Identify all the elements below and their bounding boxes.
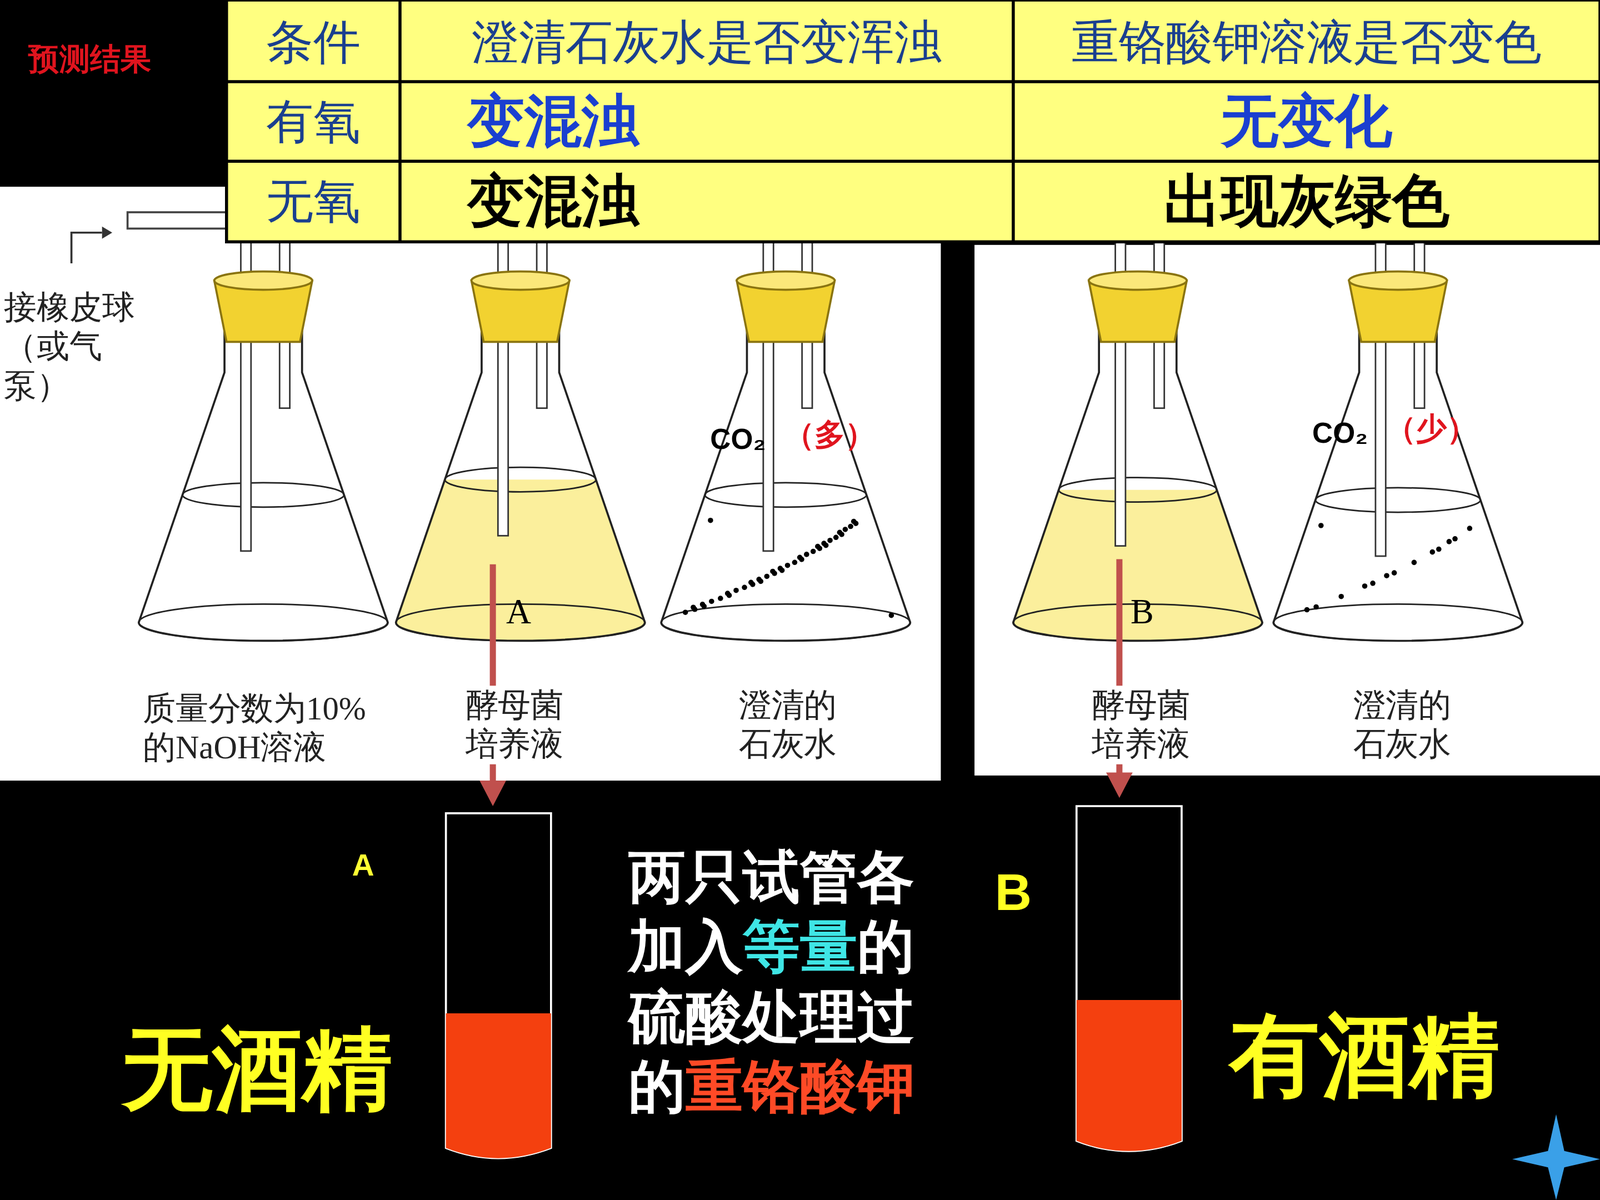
gas-amount: （多）: [783, 416, 876, 453]
table-cell: 出现灰绿色: [1013, 167, 1600, 236]
gas-amount: （少）: [1385, 410, 1478, 447]
result-label: 无酒精: [122, 1015, 392, 1124]
table-cell: 变混浊: [400, 87, 707, 157]
gas-label: CO₂: [1312, 416, 1368, 451]
tube-letter: A: [352, 846, 375, 884]
table-cell: 变混浊: [400, 167, 707, 236]
tube-letter: B: [995, 862, 1032, 924]
part-label: 接橡皮球（或气泵）: [2, 287, 149, 406]
instruction-text: 两只试管各加入等量的硫酸处理过的重铬酸钾: [628, 842, 935, 1122]
part-label: 质量分数为10%的NaOH溶液: [140, 688, 400, 768]
table-cell: 无氧: [226, 173, 400, 230]
result-label: 有酒精: [1229, 1002, 1499, 1110]
part-label: 澄清的石灰水: [1346, 685, 1457, 764]
part-label: 酵母菌培养液: [459, 685, 570, 764]
table-cell: 无变化: [1013, 87, 1600, 157]
table-cell: 有氧: [226, 93, 400, 150]
table-cell: 条件: [226, 14, 400, 71]
flask-letter: B: [1130, 591, 1154, 634]
part-label: 酵母菌培养液: [1085, 685, 1196, 764]
gas-label: CO₂: [710, 422, 766, 457]
part-label: 澄清的石灰水: [732, 685, 843, 764]
flask-letter: A: [506, 591, 532, 634]
instruction-part: 重铬酸钾: [685, 1053, 914, 1119]
instruction-part: 等量: [742, 914, 858, 979]
table-cell: 澄清石灰水是否变浑浊: [400, 14, 1014, 71]
slide-tag: 预测结果: [28, 40, 151, 78]
table-cell: 重铬酸钾溶液是否变色: [1013, 14, 1600, 71]
